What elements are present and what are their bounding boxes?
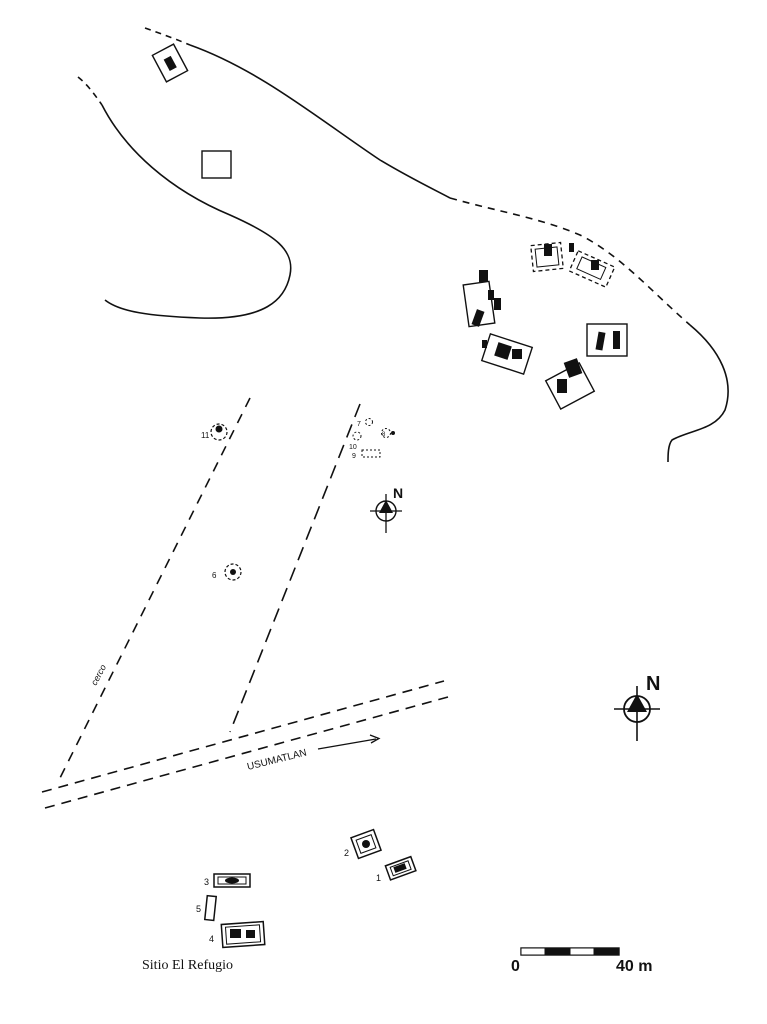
structure-square-platform [201,150,232,179]
river-dashed-east [449,197,691,326]
map-caption: Sitio El Refugio [142,958,233,973]
svg-text:N: N [646,673,660,695]
structure-5: 5 [196,894,218,922]
svg-text:N: N [393,485,403,501]
river-line [101,104,292,319]
svg-text:2: 2 [344,848,349,858]
svg-text:9: 9 [352,453,356,460]
road-direction-arrowhead [369,734,381,744]
scale-label-zero: 0 [511,958,520,975]
road-label: USUMATLAN [246,747,308,772]
svg-text:10: 10 [349,444,357,451]
feature-6: 6 [212,563,242,581]
svg-text:5: 5 [196,904,201,914]
structure-cluster-northeast [462,241,628,410]
north-arrow-large: N [614,673,660,741]
structure-1: 1 [376,855,417,883]
svg-text:8: 8 [382,432,386,438]
river-dashed-upper [77,76,103,106]
fence-line-west [57,397,251,783]
river-line-north [189,44,451,199]
svg-text:1: 1 [376,873,381,883]
fence-label: cerco [89,663,108,687]
svg-text:3: 3 [204,877,209,887]
svg-text:7: 7 [357,421,361,428]
road-edge-south [44,696,449,809]
structure-2: 2 [344,828,382,860]
feature-11: 11 [201,423,228,441]
scale-label-end: 40 m [616,958,653,975]
river-line-east [667,324,729,463]
svg-text:11: 11 [201,431,210,440]
north-arrow-small: N [370,485,403,533]
fence-line-east [229,403,361,733]
svg-text:4: 4 [209,934,214,944]
svg-text:6: 6 [212,571,217,580]
structure-3: 3 [204,873,251,888]
feature-7-10-8-9: 7 8 10 9 [349,418,395,460]
structure-north-small [151,43,189,83]
river-dashed-top [144,27,191,46]
road-direction-arrow [317,738,377,750]
road-edge-north [41,680,445,793]
structure-4: 4 [209,920,266,949]
scale-bar [520,947,620,956]
